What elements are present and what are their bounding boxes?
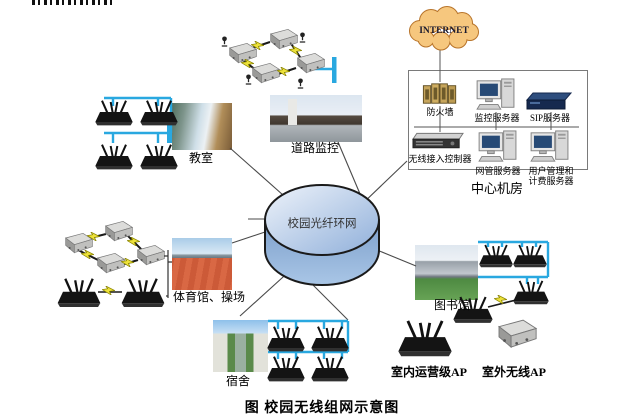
- indoor-ap-icon: [478, 244, 514, 269]
- machine-room-title: 中心机房: [470, 181, 523, 196]
- indoor-ap-icon: [94, 100, 134, 127]
- dormitory-aps: [266, 326, 350, 383]
- wireless-bolt-icon: [241, 59, 254, 68]
- library-label: 图书馆: [433, 298, 470, 312]
- indoor-ap-icon: [266, 326, 306, 353]
- sports-mesh: [56, 220, 172, 309]
- camera-icon: [245, 74, 252, 85]
- wireless-controller-label: 无线接入控制器: [408, 154, 472, 164]
- mesh-feed-terminal: [308, 57, 337, 83]
- figure-caption: 图 校园无线组网示意图: [244, 401, 400, 416]
- indoor-ap-icon: [310, 326, 350, 353]
- indoor-ap-icon: [94, 144, 134, 171]
- indoor-ap-icon: [512, 244, 548, 269]
- tower-shape: [288, 98, 297, 126]
- indoor-ap-icon: [512, 280, 550, 306]
- indoor-ap-icon: [56, 278, 102, 309]
- outdoor-ap-icon: [498, 319, 537, 348]
- outdoor-ap-icon: [229, 42, 257, 64]
- sports-field-photo: [172, 238, 232, 290]
- dormitory-label: 宿舍: [225, 374, 250, 388]
- camera-icon: [299, 32, 306, 43]
- wireless-bolt-icon: [127, 237, 140, 246]
- outdoor-ap-icon: [270, 28, 298, 50]
- core-network-label: 校园光纤环网: [288, 216, 357, 230]
- sports-label: 体育馆、操场: [172, 290, 245, 304]
- core-network-cylinder: 校园光纤环网: [264, 184, 380, 286]
- outdoor-ap-icon: [297, 52, 325, 74]
- wireless-bolt-icon: [102, 286, 115, 295]
- monitor-server-label: 监控服务器: [474, 113, 520, 123]
- clipped-text-fragment: [32, 0, 114, 5]
- outdoor-ap-icon: [252, 62, 280, 84]
- outdoor-ap-icon: [105, 220, 133, 242]
- internet-cloud: INTERNET: [409, 6, 479, 51]
- camera-icon: [221, 36, 228, 47]
- outdoor-ap-icon: [137, 244, 165, 266]
- legend-indoor-ap-label: 室内运营级AP: [391, 365, 467, 379]
- library-bus: [478, 240, 550, 284]
- outdoor-ap-icon: [97, 252, 125, 274]
- wireless-bolt-icon: [121, 258, 134, 267]
- legend-icons: [396, 319, 537, 358]
- campus-mesh-top: [221, 28, 325, 89]
- indoor-ap-icon: [396, 320, 454, 358]
- indoor-ap-icon: [120, 278, 166, 309]
- camera-icon: [297, 78, 304, 89]
- library-photo: [415, 245, 478, 300]
- wireless-bolt-icon: [494, 295, 507, 304]
- billing-server-label: 用户管理和计费服务器: [528, 166, 574, 187]
- wireless-bolt-icon: [251, 41, 264, 50]
- wireless-bolt-icon: [87, 232, 100, 241]
- fiber-links: [229, 141, 417, 321]
- wireless-bolt-icon: [289, 46, 302, 55]
- nms-server-label: 网管服务器: [475, 166, 521, 176]
- dormitory-bus: [268, 319, 350, 359]
- legend-outdoor-ap-label: 室外无线AP: [482, 365, 546, 379]
- firewall-label: 防火墙: [426, 107, 454, 117]
- sip-server-label: SIP服务器: [529, 113, 570, 123]
- classroom-photo: [172, 103, 232, 150]
- internet-label: INTERNET: [419, 26, 469, 36]
- classroom-bus: [104, 96, 173, 143]
- indoor-ap-icon: [310, 356, 350, 383]
- classroom-aps: [94, 100, 179, 171]
- wireless-bolt-icon: [81, 250, 94, 259]
- indoor-ap-icon: [266, 356, 306, 383]
- classroom-label: 教室: [188, 151, 213, 165]
- road-monitoring-label: 道路监控: [290, 141, 339, 155]
- outdoor-ap-icon: [65, 232, 93, 254]
- wireless-bolt-icon: [277, 67, 290, 76]
- road-monitoring-photo: [270, 95, 362, 142]
- dormitory-photo: [213, 320, 268, 372]
